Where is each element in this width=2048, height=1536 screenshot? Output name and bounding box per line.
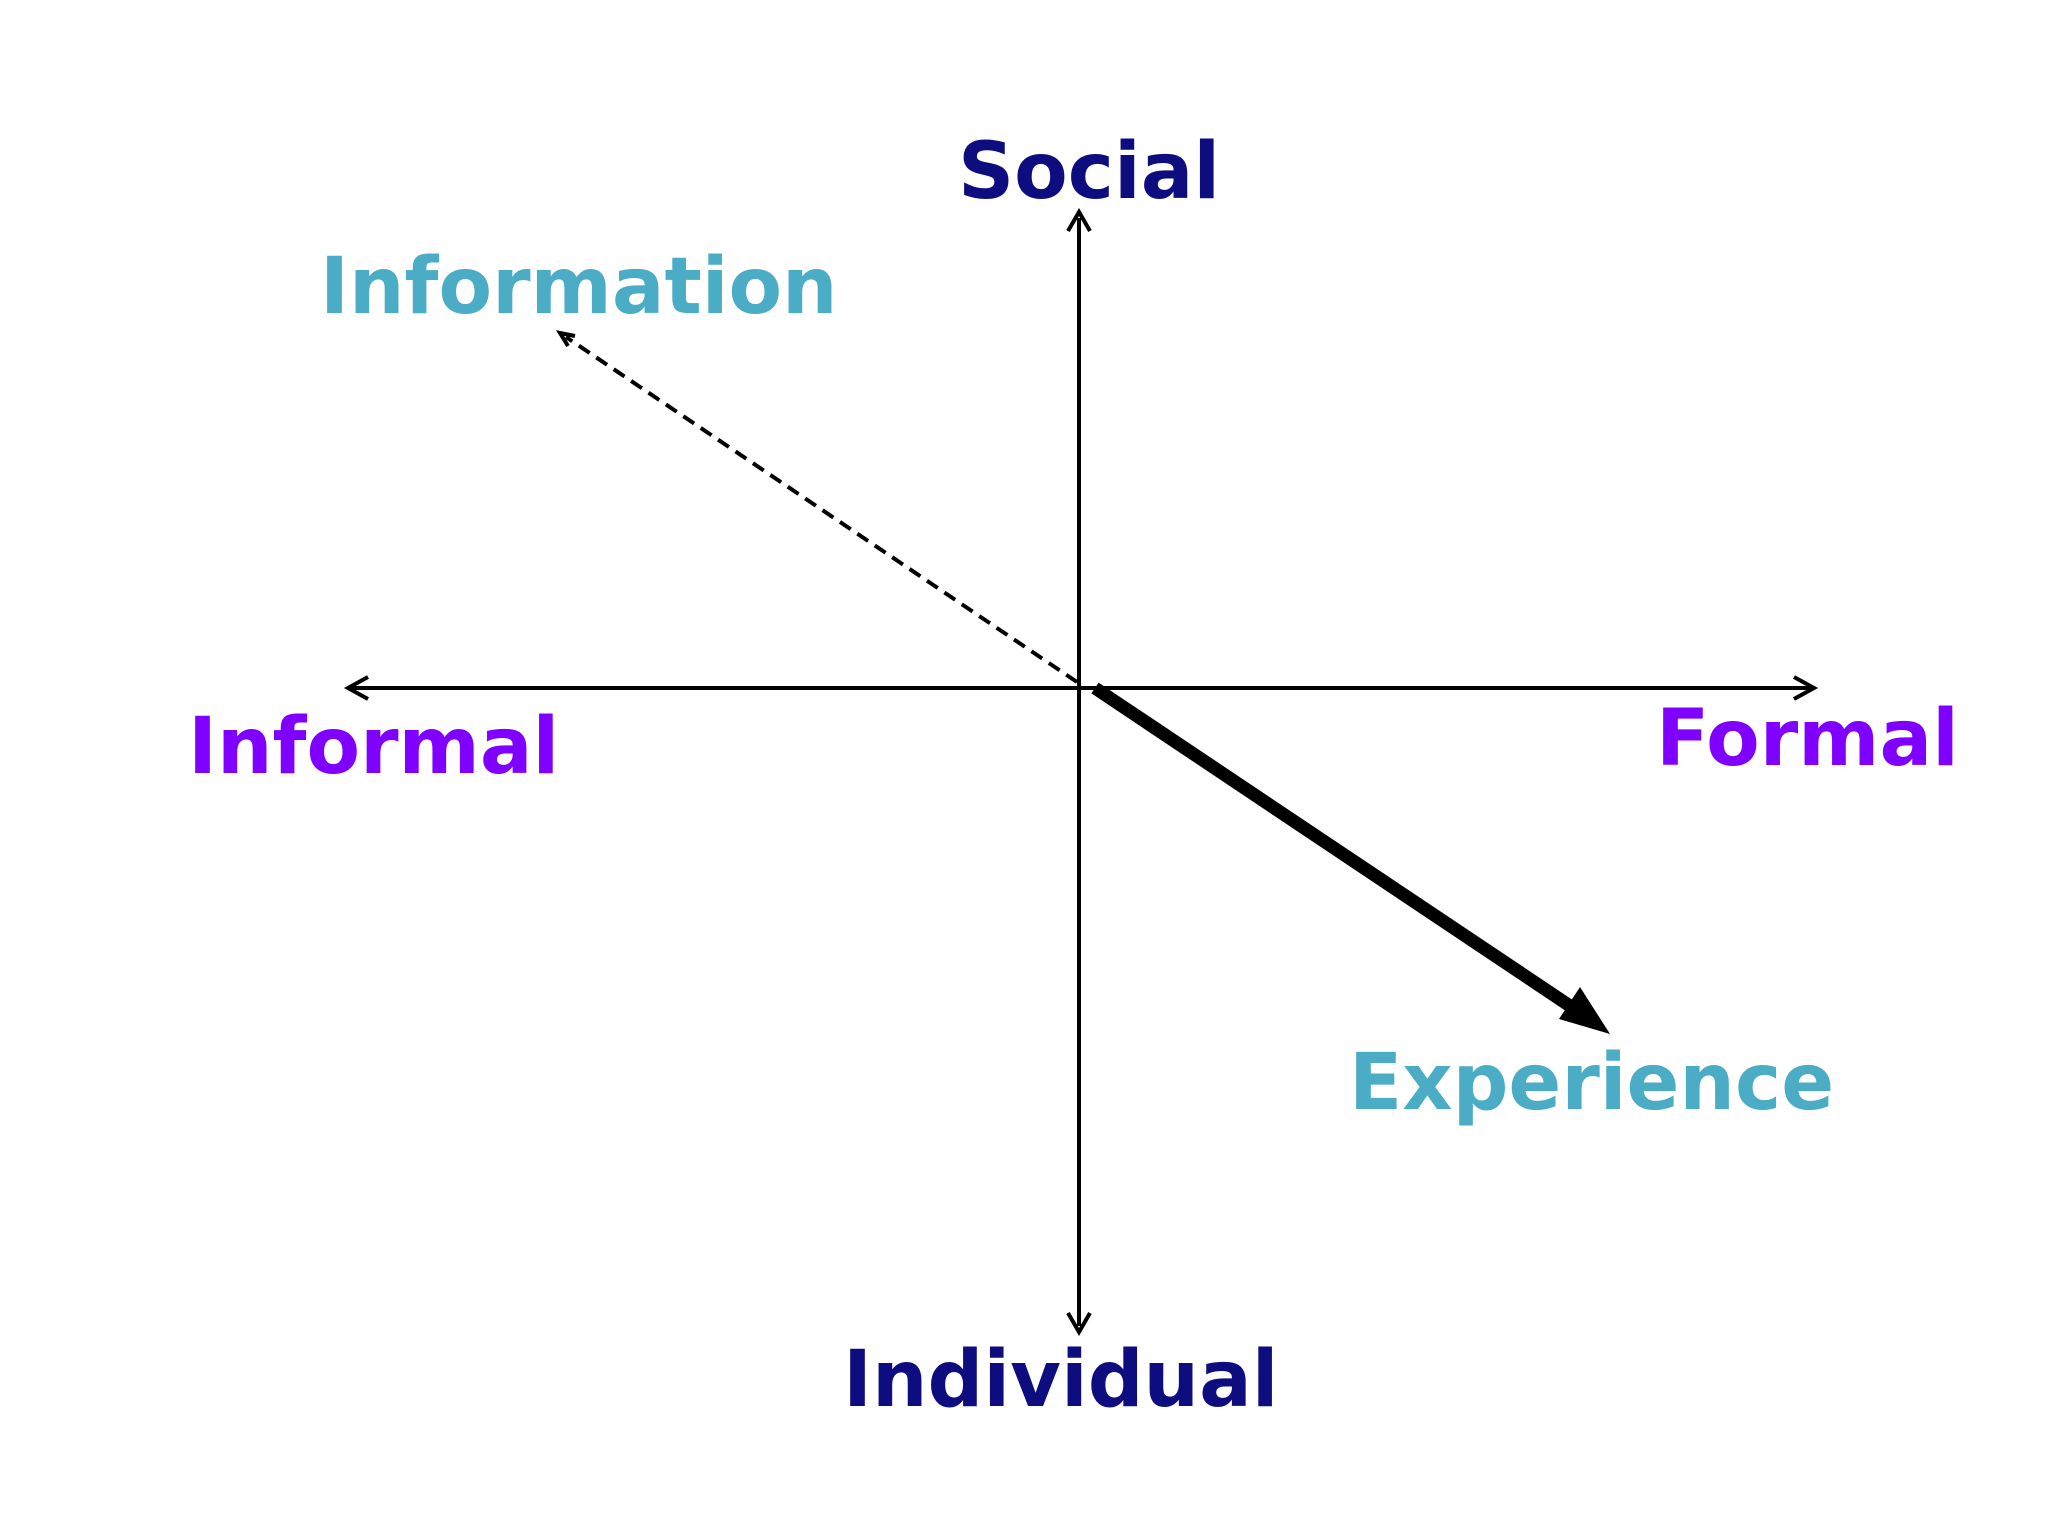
formal-label: Formal	[1656, 694, 1959, 784]
informal-label: Informal	[188, 702, 560, 792]
information-dashed-arrow	[564, 335, 1079, 684]
formal-arrowhead	[1793, 675, 1819, 701]
individual-arrowhead	[1066, 1311, 1092, 1336]
social-arrowhead	[1066, 208, 1092, 233]
informal-arrowhead	[343, 675, 369, 701]
social-label: Social	[958, 127, 1221, 217]
experience-thick-arrow	[1091, 682, 1580, 1016]
experience-label: Experience	[1349, 1038, 1835, 1128]
information-label: Information	[320, 242, 838, 332]
experience-arrowhead	[1559, 987, 1610, 1034]
information-arrowhead	[555, 330, 576, 348]
individual-label: Individual	[843, 1335, 1279, 1425]
